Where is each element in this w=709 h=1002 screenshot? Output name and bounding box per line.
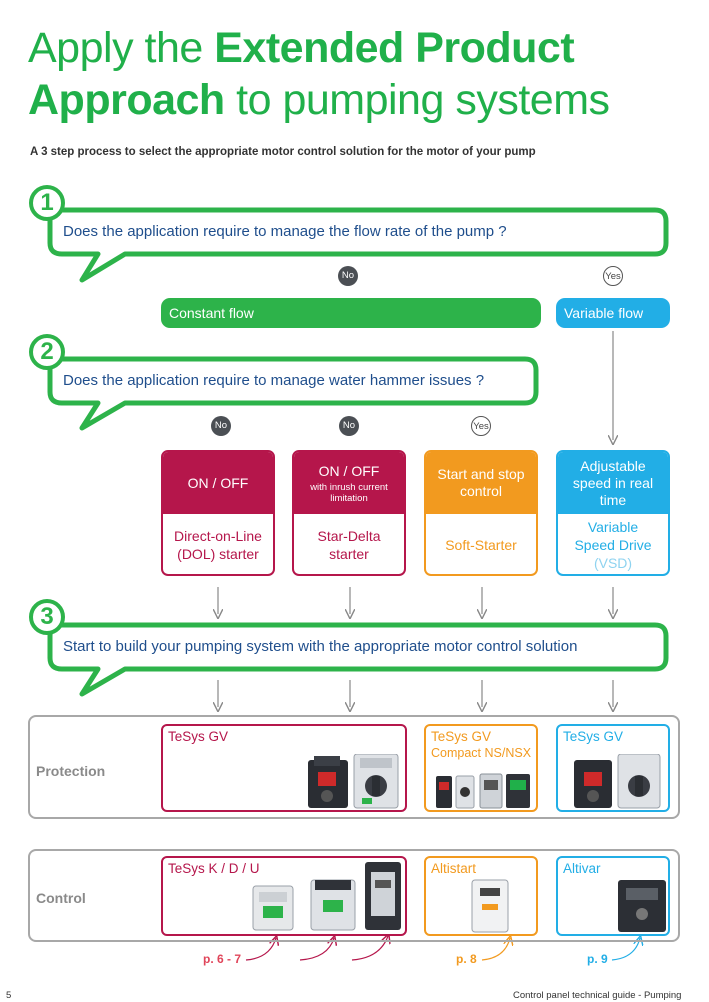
page-title: Apply the Extended Product Approach to p… — [28, 22, 698, 126]
variable-flow-pill: Variable flow — [556, 298, 670, 328]
step3-number: 3 — [40, 603, 54, 630]
page-ref-altivar: p. 9 — [587, 952, 608, 966]
step2-bubble — [47, 356, 539, 431]
control-panel — [28, 849, 680, 942]
solution-vsd-name: Variable Speed Drive (VSD) — [574, 519, 652, 571]
answer-no-badge: No — [339, 416, 359, 436]
step3-bubble — [47, 622, 669, 697]
solution-soft-starter-name: Soft-Starter — [445, 537, 517, 553]
title-part3: Approach — [28, 76, 225, 124]
solution-soft-starter-header: Start and stop control — [426, 452, 536, 514]
subtitle: A 3 step process to select the appropria… — [30, 146, 536, 158]
protection-group-tesys-gv: TeSys GV — [161, 724, 407, 812]
answer-yes-badge: Yes — [471, 416, 491, 436]
soft-starter-image — [471, 879, 509, 933]
constant-flow-pill: Constant flow — [161, 298, 541, 328]
step2-number: 2 — [40, 338, 54, 365]
footer-text: Control panel technical guide - Pumping — [513, 990, 682, 1001]
variable-speed-drive-image — [618, 880, 666, 932]
solution-vsd: Adjustable speed in real time Variable S… — [556, 450, 670, 576]
title-part1: Apply the — [28, 24, 215, 72]
solution-star-delta: ON / OFF with inrush current limitation … — [292, 450, 406, 576]
arrows-to-step3 — [218, 587, 613, 614]
step2-question: Does the application require to manage w… — [63, 372, 485, 389]
contactor-image — [252, 862, 401, 931]
page-number: 5 — [6, 990, 12, 1001]
control-label: Control — [36, 890, 86, 906]
control-group-altivar: Altivar — [556, 856, 670, 936]
solution-soft-starter: Start and stop control Soft-Starter — [424, 450, 538, 576]
answer-yes-badge: Yes — [603, 266, 623, 286]
step-number-circles — [29, 185, 65, 635]
control-group-altistart: Altistart — [424, 856, 538, 936]
solution-star-delta-header: ON / OFF with inrush current limitation — [294, 452, 404, 514]
step3-question: Start to build your pumping system with … — [63, 638, 578, 655]
solution-star-delta-name: Star-Delta starter — [317, 528, 381, 562]
circuit-breaker-image — [308, 754, 399, 809]
protection-panel — [28, 715, 680, 819]
protection-group-tesys-gv-vsd: TeSys GV — [556, 724, 670, 812]
breaker-set-image — [436, 773, 530, 809]
answer-no-badge: No — [211, 416, 231, 436]
control-group-tesys-kdu: TeSys K / D / U — [161, 856, 407, 936]
step1-question: Does the application require to manage t… — [63, 223, 507, 240]
step1-bubble — [47, 207, 669, 283]
protection-label: Protection — [36, 763, 106, 779]
answer-no-badge: No — [338, 266, 358, 286]
page-ref-tesys-kdu: p. 6 - 7 — [203, 952, 242, 966]
protection-group-tesys-gv-compact: TeSys GV Compact NS/NSX — [424, 724, 538, 812]
step1-number: 1 — [40, 189, 54, 216]
solution-vsd-header: Adjustable speed in real time — [558, 452, 668, 514]
solution-dol-name: Direct-on-Line (DOL) starter — [174, 528, 262, 562]
arrows-from-step3 — [218, 680, 613, 707]
title-part4: to pumping systems — [224, 76, 610, 124]
page-ref-altistart: p. 8 — [456, 952, 477, 966]
solution-dol-header: ON / OFF — [163, 452, 273, 514]
circuit-breaker-image — [574, 754, 661, 809]
title-part2: Extended Product — [214, 24, 575, 72]
solution-dol: ON / OFF Direct-on-Line (DOL) starter — [161, 450, 275, 576]
